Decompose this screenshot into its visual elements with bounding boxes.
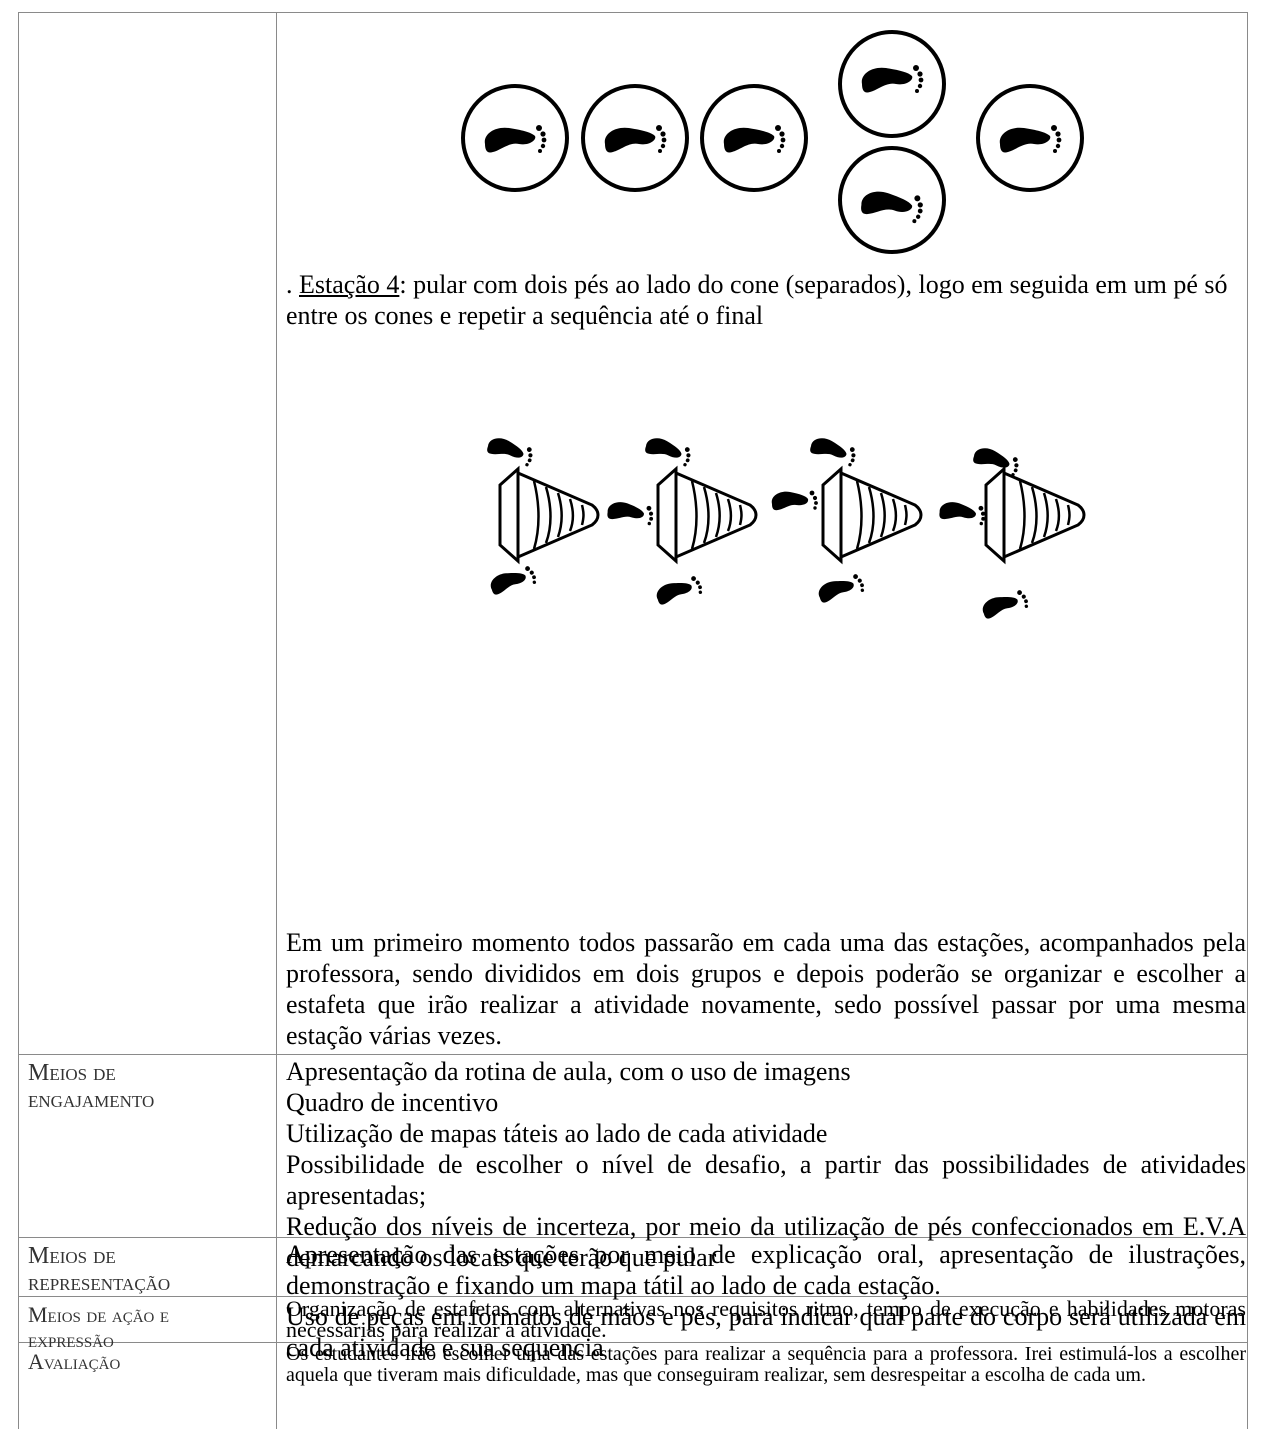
station-4-label: Estação 4: [299, 270, 400, 299]
intro-paragraph: Em um primeiro momento todos passarão em…: [286, 927, 1246, 1051]
bullet-prefix: .: [286, 270, 299, 299]
content-line: Quadro de incentivo: [286, 1088, 499, 1117]
row-label-line: representação: [28, 1270, 171, 1296]
station-4-text: : pular com dois pés ao lado do cone (se…: [286, 270, 1228, 330]
content-line: Apresentação das estações por meio de ex…: [286, 1240, 1246, 1300]
traffic-cone-icon: [984, 467, 1086, 563]
row-content-avaliacao: Os estudantes irão escolher uma das esta…: [286, 1344, 1246, 1386]
row-divider: [18, 1342, 1248, 1343]
row-label-engajamento: Meios de engajamento: [28, 1060, 268, 1114]
row-content-acao-expressao: Organização de estafetas com alternativa…: [286, 1296, 1246, 1342]
footprint-icon: [606, 498, 656, 527]
footprint-circles-illustration: [461, 30, 1084, 254]
footprint-in-circle-icon: [838, 30, 946, 138]
traffic-cone-icon: [498, 467, 600, 563]
row-label-representacao: Meios de representação: [28, 1243, 268, 1297]
row-label-line: Avaliação: [28, 1349, 121, 1374]
footprint-icon: [980, 588, 1030, 620]
footprint-icon: [938, 498, 988, 527]
content-line: Redução dos níveis de incerteza, por mei…: [286, 1212, 1246, 1272]
row-label-line: Meios de: [28, 1060, 116, 1086]
footprint-in-circle-icon: [700, 84, 808, 192]
row-content-representacao: Apresentação das estações por meio de ex…: [286, 1239, 1246, 1363]
row-content-engajamento: Apresentação da rotina de aula, com o us…: [286, 1056, 1246, 1273]
content-line: Os estudantes irão escolher uma das esta…: [286, 1343, 1246, 1386]
cones-footprints-illustration: [485, 433, 1086, 620]
row-divider: [18, 1054, 1248, 1055]
footprint-in-circle-icon: [976, 84, 1084, 192]
row-divider: [18, 1296, 1248, 1297]
row-label-avaliacao: Avaliação: [28, 1348, 268, 1375]
footprint-icon: [485, 433, 536, 468]
row-label-line: Meios de ação e: [28, 1302, 170, 1327]
footprint-in-circle-icon: [838, 146, 946, 254]
intro-paragraph-text: Em um primeiro momento todos passarão em…: [286, 928, 1246, 1050]
station-4-description: . Estação 4: pular com dois pés ao lado …: [286, 269, 1246, 331]
row-divider: [18, 1237, 1248, 1238]
row-label-acao-expressao: Meios de ação e expressão: [28, 1302, 268, 1352]
table-column-divider: [276, 12, 277, 1429]
content-line: Utilização de mapas táteis ao lado de ca…: [286, 1119, 828, 1148]
table-right-border: [1247, 12, 1248, 1429]
footprint-icon: [971, 443, 1022, 478]
footprint-in-circle-icon: [581, 84, 689, 192]
content-line: Apresentação da rotina de aula, com o us…: [286, 1057, 851, 1086]
footprint-in-circle-icon: [461, 84, 569, 192]
table-left-border: [18, 12, 19, 1429]
footprint-icon: [808, 433, 859, 468]
content-line: Organização de estafetas com alternativa…: [286, 1296, 1246, 1342]
row-label-line: expressão: [28, 1327, 114, 1352]
footprint-icon: [643, 433, 694, 468]
footprint-icon: [488, 564, 538, 596]
content-line: Possibilidade de escolher o nível de des…: [286, 1150, 1246, 1210]
table-top-border: [18, 12, 1248, 13]
content-line: Uso de peças em formatos de mãos e pés, …: [286, 1302, 1246, 1362]
footprint-icon: [771, 490, 818, 511]
traffic-cone-icon: [656, 467, 758, 563]
footprint-icon: [816, 572, 866, 604]
footprint-icon: [654, 574, 704, 606]
row-label-line: Meios de: [28, 1243, 116, 1269]
row-label-line: engajamento: [28, 1087, 155, 1113]
traffic-cone-icon: [821, 467, 923, 563]
